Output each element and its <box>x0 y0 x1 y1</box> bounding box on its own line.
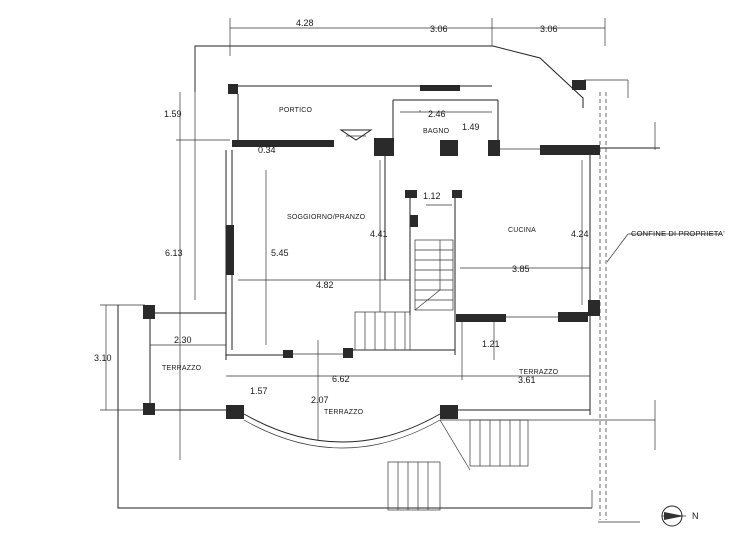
room-terrazzo-right: TERRAZZO <box>519 369 559 376</box>
room-bagno: BAGNO <box>423 128 450 135</box>
dim-top-middle: 3.06 <box>430 24 448 34</box>
property-boundary-label: CONFINE DI PROPRIETA' <box>631 229 725 238</box>
stairs-exterior-bottom <box>387 461 441 511</box>
dim-portico-wall: 0.34 <box>258 145 276 155</box>
north-label: N <box>692 511 699 521</box>
room-terrazzo-bottom: TERRAZZO <box>324 409 364 416</box>
dim-bagno-height: 1.49 <box>462 122 480 132</box>
dim-top-left: 4.28 <box>296 18 314 28</box>
dimension-labels: 4.28 3.06 3.06 1.59 2.46 1.49 0.34 1.12 … <box>94 18 589 405</box>
dim-soggiorno-height: 5.45 <box>271 248 289 258</box>
building-walls <box>143 80 600 449</box>
dim-soggiorno-width: 4.82 <box>316 280 334 290</box>
dim-bottom-total: 6.62 <box>332 374 350 384</box>
room-terrazzo-left: TERRAZZO <box>162 365 202 372</box>
dim-left-total: 6.13 <box>165 248 183 258</box>
site-outline <box>117 45 660 523</box>
stairs-upper <box>414 239 454 311</box>
room-labels: PORTICO BAGNO SOGGIORNO/PRANZO CUCINA TE… <box>162 107 559 416</box>
dim-bagno-width: 2.46 <box>428 109 446 119</box>
room-portico: PORTICO <box>279 107 313 114</box>
dimension-guides <box>100 92 590 460</box>
dim-terrazzo-right-height: 1.21 <box>482 339 500 349</box>
top-dimension-line <box>229 18 606 56</box>
dim-stair-width: 1.12 <box>423 191 441 201</box>
stairs-lower <box>354 311 411 351</box>
dim-terrazzo-right-width: 3.61 <box>518 375 536 385</box>
north-arrow-icon <box>661 505 686 527</box>
dim-cucina-height: 4.24 <box>571 229 589 239</box>
dim-bottom-mid: 2.07 <box>311 395 329 405</box>
dim-terrazzo-left-height: 3.10 <box>94 353 112 363</box>
dim-bottom-left: 1.57 <box>250 386 268 396</box>
property-boundary <box>599 92 722 520</box>
room-soggiorno: SOGGIORNO/PRANZO <box>287 214 366 221</box>
room-cucina: CUCINA <box>508 227 536 234</box>
stairs-exterior-right <box>439 419 529 471</box>
dim-cucina-width: 3.85 <box>512 264 530 274</box>
entrance-marker <box>339 129 373 141</box>
dim-terrazzo-left-width: 2.30 <box>174 335 192 345</box>
dim-top-right: 3.06 <box>540 24 558 34</box>
dim-soggiorno-depth: 4.41 <box>370 229 388 239</box>
dim-portico-height: 1.59 <box>164 109 182 119</box>
